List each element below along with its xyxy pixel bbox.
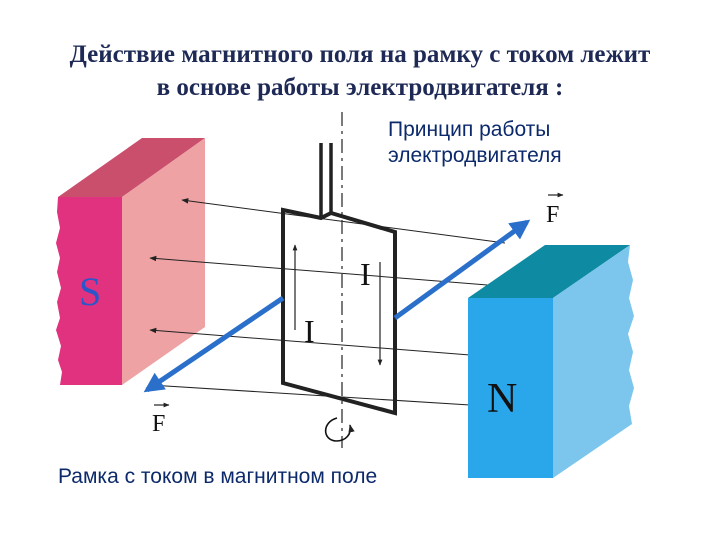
caption-top-line-2: электродвигателя <box>388 144 562 167</box>
force-arrow-bottom <box>143 295 285 393</box>
title-line-1: Действие магнитного поля на рамку с токо… <box>69 41 651 68</box>
magnet-s <box>56 138 205 385</box>
force-label-bottom-group: F <box>152 402 170 437</box>
magnet-s-label: S <box>79 269 101 314</box>
field-line-4 <box>149 382 471 406</box>
page-title: Действие магнитного поля на рамку с токо… <box>0 38 720 104</box>
magnet-n-side <box>553 245 634 478</box>
field-line-3 <box>149 327 471 356</box>
magnet-s-front <box>56 197 122 385</box>
magnet-n-front <box>468 298 553 478</box>
title-line-2: в основе работы электродвигателя : <box>156 74 564 101</box>
force-label-top: F <box>546 202 559 228</box>
caption-bottom: Рамка с током в магнитном поле <box>58 465 377 488</box>
magnet-s-top <box>58 138 205 197</box>
force-arrow-top <box>393 219 531 321</box>
caption-top-line-1: Принцип работы <box>388 118 550 141</box>
force-label-top-group: F <box>546 192 564 228</box>
current-label-right: I <box>360 256 371 292</box>
magnet-n-top <box>468 245 630 298</box>
current-label-left: I <box>304 313 315 349</box>
field-line-1 <box>181 198 506 244</box>
magnet-n <box>468 245 634 478</box>
current-frame <box>281 143 397 416</box>
rotation-arrow-icon <box>324 417 355 442</box>
magnet-n-label: N <box>487 376 517 422</box>
frame-outer <box>281 207 397 416</box>
force-label-bottom: F <box>152 411 165 437</box>
